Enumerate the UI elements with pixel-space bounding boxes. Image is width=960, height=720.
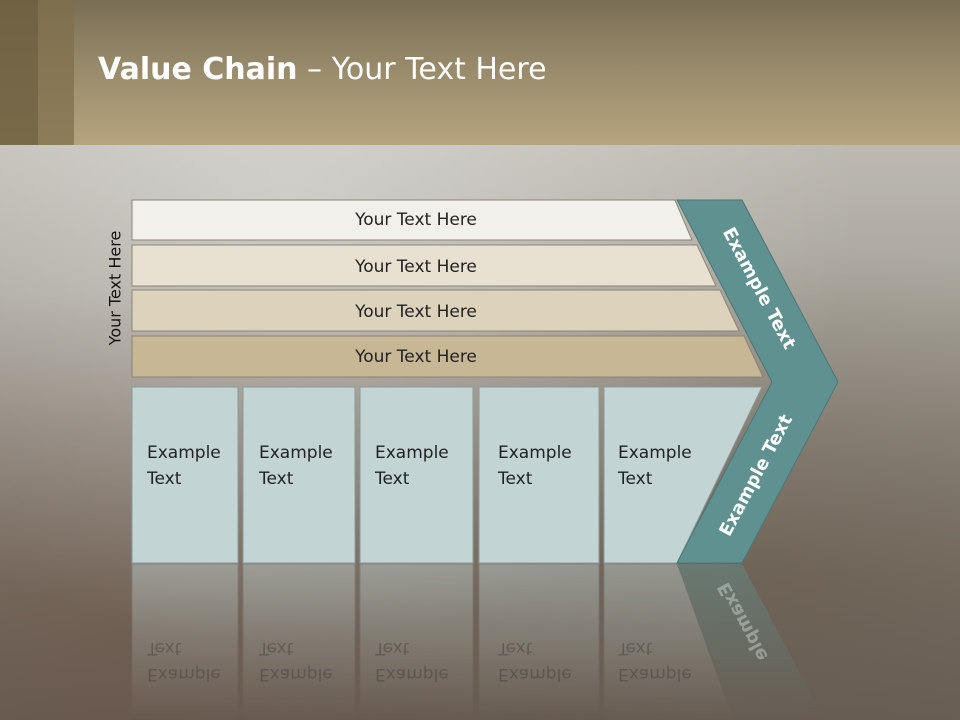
band-2-label: Your Text Here xyxy=(354,257,477,277)
chevron-arrow xyxy=(676,199,839,564)
band-4-shape xyxy=(131,335,764,378)
box-5-line1: Example xyxy=(618,443,692,463)
box-1 xyxy=(131,386,239,564)
band-3-shape xyxy=(131,289,740,332)
box-5-line2: Text xyxy=(617,469,653,489)
box-2-line1: Example xyxy=(259,443,333,463)
refl-box-4-line2: Text xyxy=(497,638,533,658)
refl-box-4-line1: Example xyxy=(498,664,572,684)
band-2-shape xyxy=(131,244,717,287)
box-3 xyxy=(359,386,474,564)
box-3-line1: Example xyxy=(375,443,449,463)
box-4-line2: Text xyxy=(497,469,533,489)
refl-box-5-line2: Text xyxy=(617,638,653,658)
title-bold: Value Chain xyxy=(98,52,298,87)
header-stripe-left xyxy=(0,0,38,145)
box-1-line2: Text xyxy=(146,469,182,489)
box-4-line1: Example xyxy=(498,443,572,463)
reflection xyxy=(131,563,825,720)
header-stripe-right xyxy=(38,0,74,145)
box-3-line2: Text xyxy=(374,469,410,489)
box-2-line2: Text xyxy=(258,469,294,489)
refl-box-5-line1: Example xyxy=(618,664,692,684)
band-4-label: Your Text Here xyxy=(354,347,477,367)
page-title: Value Chain – Your Text Here xyxy=(98,52,547,87)
refl-box-3-line2: Text xyxy=(374,638,410,658)
box-2 xyxy=(242,386,356,564)
refl-box-1-line1: Example xyxy=(147,664,221,684)
title-bar: Value Chain – Your Text Here xyxy=(0,0,960,145)
title-rest: – Your Text Here xyxy=(297,52,547,87)
refl-box-2-line1: Example xyxy=(259,664,333,684)
box-4 xyxy=(478,386,600,564)
band-1-label: Your Text Here xyxy=(354,210,477,230)
band-1-shape xyxy=(131,199,693,241)
box-1-line1: Example xyxy=(147,443,221,463)
refl-box-3-line1: Example xyxy=(375,664,449,684)
refl-box-2-line2: Text xyxy=(258,638,294,658)
band-3-label: Your Text Here xyxy=(354,302,477,322)
refl-box-1-line2: Text xyxy=(146,638,182,658)
